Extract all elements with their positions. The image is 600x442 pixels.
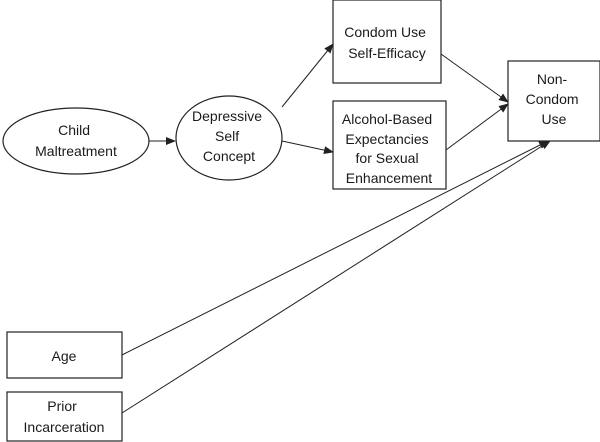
age-box bbox=[6, 331, 123, 379]
arrow-age-to-non-condom bbox=[121, 140, 549, 356]
non-condom-use-line-2: Condom bbox=[526, 91, 579, 107]
condom-use-self-efficacy-box bbox=[332, 0, 442, 84]
depressive-self-concept-line-1: Depressive bbox=[192, 108, 262, 124]
depressive-self-concept-ellipse bbox=[175, 95, 283, 181]
depressive-self-concept-line-3: Concept bbox=[203, 148, 255, 164]
alcohol-expectancies-line-3: for Sexual bbox=[356, 150, 419, 166]
edges-layer bbox=[121, 43, 551, 414]
prior-incarceration-line-1: Prior bbox=[47, 398, 77, 414]
non-condom-use-line-1: Non- bbox=[537, 71, 568, 87]
alcohol-expectancies-line-4: Enhancement bbox=[346, 170, 433, 186]
node-condom-use-self-efficacy: Condom Use Self-Efficacy bbox=[332, 0, 442, 84]
condom-use-self-efficacy-line-1: Condom Use bbox=[344, 24, 426, 40]
prior-incarceration-label: Prior Incarceration bbox=[24, 398, 105, 435]
arrow-prior-incarceration-to-non-condom bbox=[121, 140, 551, 414]
arrow-condom-efficacy-to-non-condom bbox=[440, 53, 509, 103]
alcohol-expectancies-box bbox=[332, 100, 447, 190]
node-alcohol-expectancies: Alcohol-Based Expectancies for Sexual En… bbox=[332, 100, 447, 190]
prior-incarceration-box bbox=[6, 391, 123, 442]
age-label: Age bbox=[52, 348, 77, 364]
depressive-self-concept-label: Depressive Self Concept bbox=[192, 108, 266, 164]
alcohol-expectancies-line-2: Expectancies bbox=[345, 131, 428, 147]
child-maltreatment-line-1: Child bbox=[58, 122, 90, 138]
prior-incarceration-line-2: Incarceration bbox=[24, 419, 105, 435]
arrow-depressive-to-condom-efficacy bbox=[281, 43, 334, 108]
child-maltreatment-label: Child Maltreatment bbox=[35, 122, 117, 159]
condom-use-self-efficacy-line-2: Self-Efficacy bbox=[348, 45, 426, 61]
arrow-depressive-to-alcohol-expectancies bbox=[281, 140, 334, 155]
non-condom-use-line-3: Use bbox=[542, 111, 567, 127]
non-condom-use-box bbox=[507, 60, 600, 142]
node-depressive-self-concept: Depressive Self Concept bbox=[175, 95, 283, 181]
child-maltreatment-line-2: Maltreatment bbox=[35, 143, 117, 159]
node-non-condom-use: Non- Condom Use bbox=[507, 60, 600, 142]
age-line-1: Age bbox=[52, 348, 77, 364]
depressive-self-concept-line-2: Self bbox=[215, 128, 239, 144]
node-age: Age bbox=[6, 331, 123, 379]
non-condom-use-label: Non- Condom Use bbox=[526, 71, 583, 127]
node-child-maltreatment: Child Maltreatment bbox=[2, 107, 150, 175]
condom-use-self-efficacy-label: Condom Use Self-Efficacy bbox=[344, 24, 430, 61]
child-maltreatment-ellipse bbox=[2, 107, 150, 175]
alcohol-expectancies-label: Alcohol-Based Expectancies for Sexual En… bbox=[342, 111, 436, 186]
node-prior-incarceration: Prior Incarceration bbox=[6, 391, 123, 442]
alcohol-expectancies-line-1: Alcohol-Based bbox=[342, 111, 432, 127]
arrow-alcohol-expectancies-to-non-condom bbox=[445, 103, 509, 151]
